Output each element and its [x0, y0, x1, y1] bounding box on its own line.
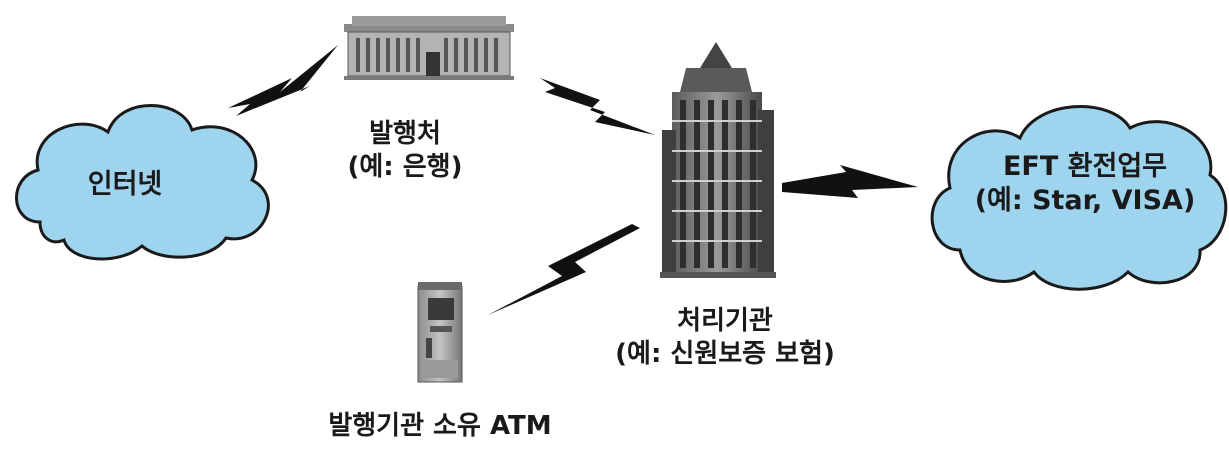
issuer-title: 발행처	[369, 119, 441, 149]
issuer-label: 발행처 (예: 은행)	[330, 118, 480, 183]
eft-cloud-icon	[930, 105, 1228, 291]
internet-title: 인터넷	[87, 169, 163, 200]
internet-label: 인터넷	[70, 168, 180, 202]
atm-title: 발행기관 소유 ATM	[328, 411, 552, 441]
atm-label: 발행기관 소유 ATM	[305, 410, 575, 443]
internet-cloud-icon	[15, 104, 270, 261]
bolt-atm-processor-icon	[488, 224, 640, 315]
bolt-internet-issuer-icon	[228, 45, 338, 116]
bolt-processor-eft-icon	[782, 165, 918, 198]
skyscraper-icon	[660, 42, 776, 278]
bank-building-icon	[344, 16, 514, 80]
processor-title: 처리기관	[677, 306, 773, 336]
issuer-example: (예: 은행)	[347, 151, 463, 182]
eft-example: (예: Star, VISA)	[974, 184, 1196, 216]
eft-label: EFT 환전업무 (예: Star, VISA)	[950, 150, 1220, 218]
atm-machine-icon	[417, 282, 463, 383]
processor-example: (예: 신원보증 보험)	[615, 338, 835, 369]
eft-title: EFT 환전업무	[1002, 151, 1168, 182]
bolt-issuer-processor-icon	[540, 78, 655, 135]
processor-label: 처리기관 (예: 신원보증 보험)	[575, 305, 875, 370]
